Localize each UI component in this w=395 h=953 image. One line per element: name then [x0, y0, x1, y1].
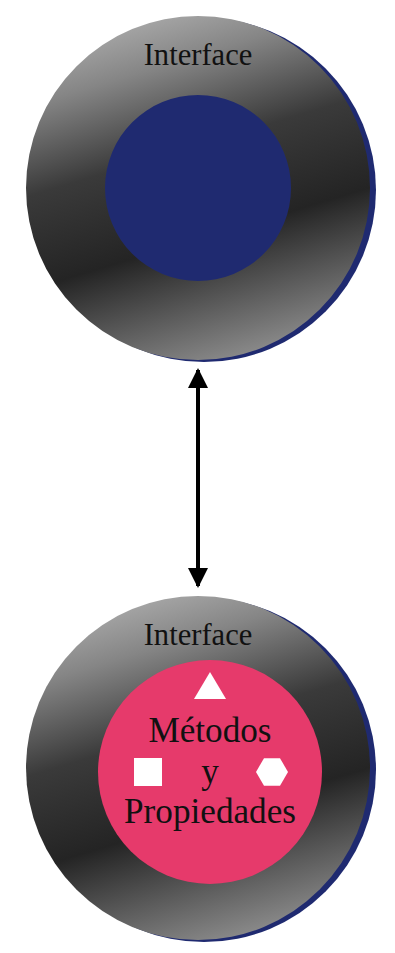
interface-ring: Interface [26, 16, 370, 360]
member-label: Métodos y Propiedades [124, 711, 296, 832]
ring-band [26, 16, 370, 360]
interface-label: Interface [26, 618, 370, 653]
interface-label: Interface [26, 38, 370, 73]
hexagon-symbol [256, 758, 288, 786]
triangle-symbol [194, 672, 226, 699]
interface-ring: Métodos y Propiedades Interface [26, 596, 370, 940]
text-frame: Métodos y Propiedades [98, 660, 322, 884]
members-circle: Métodos y Propiedades [98, 660, 322, 884]
double-arrow [196, 370, 200, 586]
pink-core [98, 660, 322, 884]
square-symbol [134, 758, 162, 786]
ring-band [26, 596, 370, 940]
